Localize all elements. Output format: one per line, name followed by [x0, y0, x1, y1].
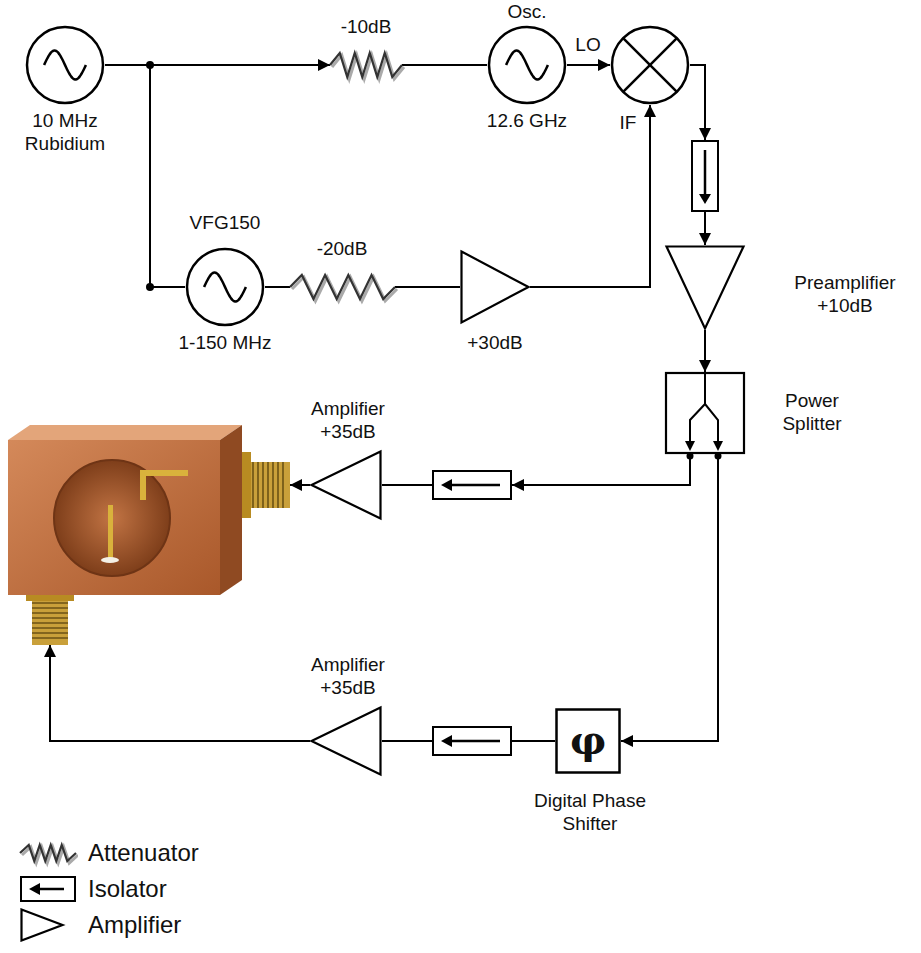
power-splitter: Power Splitter — [665, 372, 745, 454]
signal-wire — [567, 64, 610, 66]
signal-wire — [105, 65, 185, 287]
legend-sample — [18, 836, 78, 870]
signal-wire — [512, 454, 690, 485]
port-label: IF — [613, 112, 643, 135]
function-generator-outline — [185, 247, 265, 327]
node-label: Amplifier +35dB — [288, 654, 408, 700]
node-title: φ — [558, 716, 618, 764]
power-splitter-outline — [665, 372, 745, 454]
node-label: Amplifier +35dB — [288, 398, 408, 444]
mixer-symbol — [610, 25, 690, 105]
reference-oscillator: 10 MHz Rubidium — [25, 25, 105, 105]
amplifier-symbol: Amplifier +35dB — [310, 706, 382, 776]
isolator-symbol — [432, 470, 512, 500]
node-title: VFG150 — [170, 212, 280, 235]
legend-text: Attenuator — [88, 836, 199, 870]
node-label: -20dB — [302, 238, 382, 261]
signal-wire — [530, 105, 650, 287]
mixer-symbol-outline — [610, 25, 690, 105]
attenuator-symbol-outline — [330, 50, 402, 80]
signal-wire — [395, 286, 460, 288]
amplifier-symbol-outline — [310, 706, 382, 776]
signal-wire — [382, 740, 432, 742]
attenuator-symbol-outline — [290, 272, 395, 302]
amplifier-symbol: +30dB — [460, 250, 530, 324]
isolator-symbol — [432, 726, 512, 756]
node-label: Digital Phase Shifter — [520, 790, 660, 836]
node-label: Preamplifier +10dB — [778, 272, 913, 318]
function-generator: VFG1501-150 MHz — [185, 247, 265, 327]
node-label: 1-150 MHz — [165, 332, 285, 355]
isolator-symbol — [691, 140, 719, 212]
node-title: Osc. — [487, 1, 567, 24]
signal-wire — [690, 65, 705, 140]
amplifier-symbol-outline — [460, 250, 530, 324]
signal-wire — [265, 286, 290, 288]
microwave-oscillator: Osc.12.6 GHz — [487, 25, 567, 105]
port-label: LO — [568, 34, 608, 57]
node-label: 12.6 GHz — [472, 110, 582, 133]
amplifier-symbol-outline — [310, 450, 382, 520]
node-label: -10dB — [326, 16, 406, 39]
phase-shifter: φDigital Phase Shifter — [555, 708, 621, 774]
isolator-symbol-outline — [432, 470, 512, 500]
signal-wire — [290, 484, 310, 486]
cavity-illustration — [8, 420, 290, 645]
legend-sample — [18, 872, 78, 906]
signal-wire — [512, 740, 555, 742]
preamplifier-symbol: Preamplifier +10dB — [665, 245, 745, 330]
signal-wire — [382, 484, 432, 486]
legend-text: Amplifier — [88, 908, 181, 942]
node-label: 10 MHz Rubidium — [15, 110, 115, 156]
cavity-illustration-outline — [8, 420, 290, 645]
amplifier-symbol: Amplifier +35dB — [310, 450, 382, 520]
node-label: +30dB — [450, 332, 540, 355]
signal-wire — [621, 454, 718, 741]
attenuator-symbol: -10dB — [330, 50, 402, 80]
attenuator-symbol: -20dB — [290, 272, 395, 302]
reference-oscillator-outline — [25, 25, 105, 105]
microwave-oscillator-outline — [487, 25, 567, 105]
legend-sample — [18, 908, 78, 942]
signal-wire — [704, 212, 706, 245]
preamplifier-symbol-outline — [665, 245, 745, 330]
legend-text: Isolator — [88, 872, 167, 906]
signal-wire — [50, 645, 310, 741]
isolator-symbol-outline — [432, 726, 512, 756]
isolator-symbol-outline — [691, 140, 719, 212]
node-label: Power Splitter — [760, 390, 865, 436]
signal-wire — [402, 64, 487, 66]
signal-wire — [704, 330, 706, 372]
